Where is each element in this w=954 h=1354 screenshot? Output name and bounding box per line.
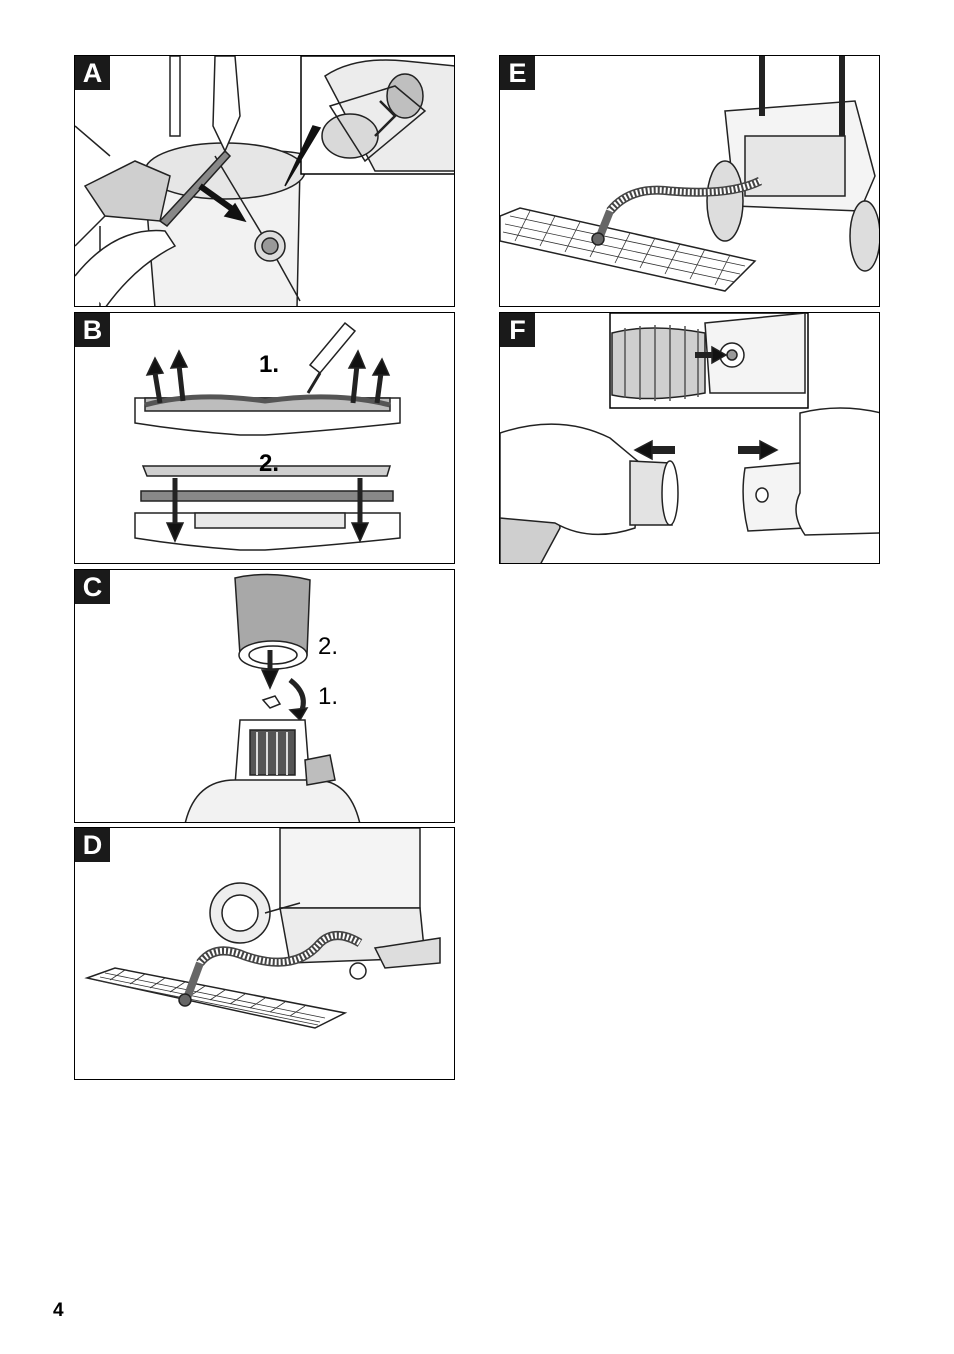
illustration-remove-anti-static-tube: [500, 313, 880, 564]
panel-label-f: F: [500, 313, 535, 347]
page-number: 4: [53, 1300, 64, 1322]
panel-label-e: E: [500, 56, 535, 90]
step-number-1: 1.: [259, 351, 279, 379]
panel-label-a: A: [75, 56, 110, 90]
panel-label-b: B: [75, 313, 110, 347]
illustration-remove-flat-pleated-filter: [75, 56, 455, 307]
figure-panel-a: A: [74, 55, 455, 307]
step-number-2: 2.: [318, 633, 338, 661]
figure-panel-b: B 1. 2.: [74, 312, 455, 564]
figure-panel-c: C 2. 1.: [74, 569, 455, 823]
panel-label-d: D: [75, 828, 110, 862]
figure-panel-f: F: [499, 312, 880, 564]
figure-panel-e: E: [499, 55, 880, 307]
figure-panel-d: D: [74, 827, 455, 1080]
step-number-2: 2.: [259, 450, 279, 478]
illustration-clean-suction-tube-drain: [500, 56, 880, 307]
illustration-clean-floor-tool-drain: [75, 828, 455, 1080]
step-number-1: 1.: [318, 683, 338, 711]
illustration-remove-cartridge-filter: [75, 570, 455, 823]
panel-label-c: C: [75, 570, 110, 604]
